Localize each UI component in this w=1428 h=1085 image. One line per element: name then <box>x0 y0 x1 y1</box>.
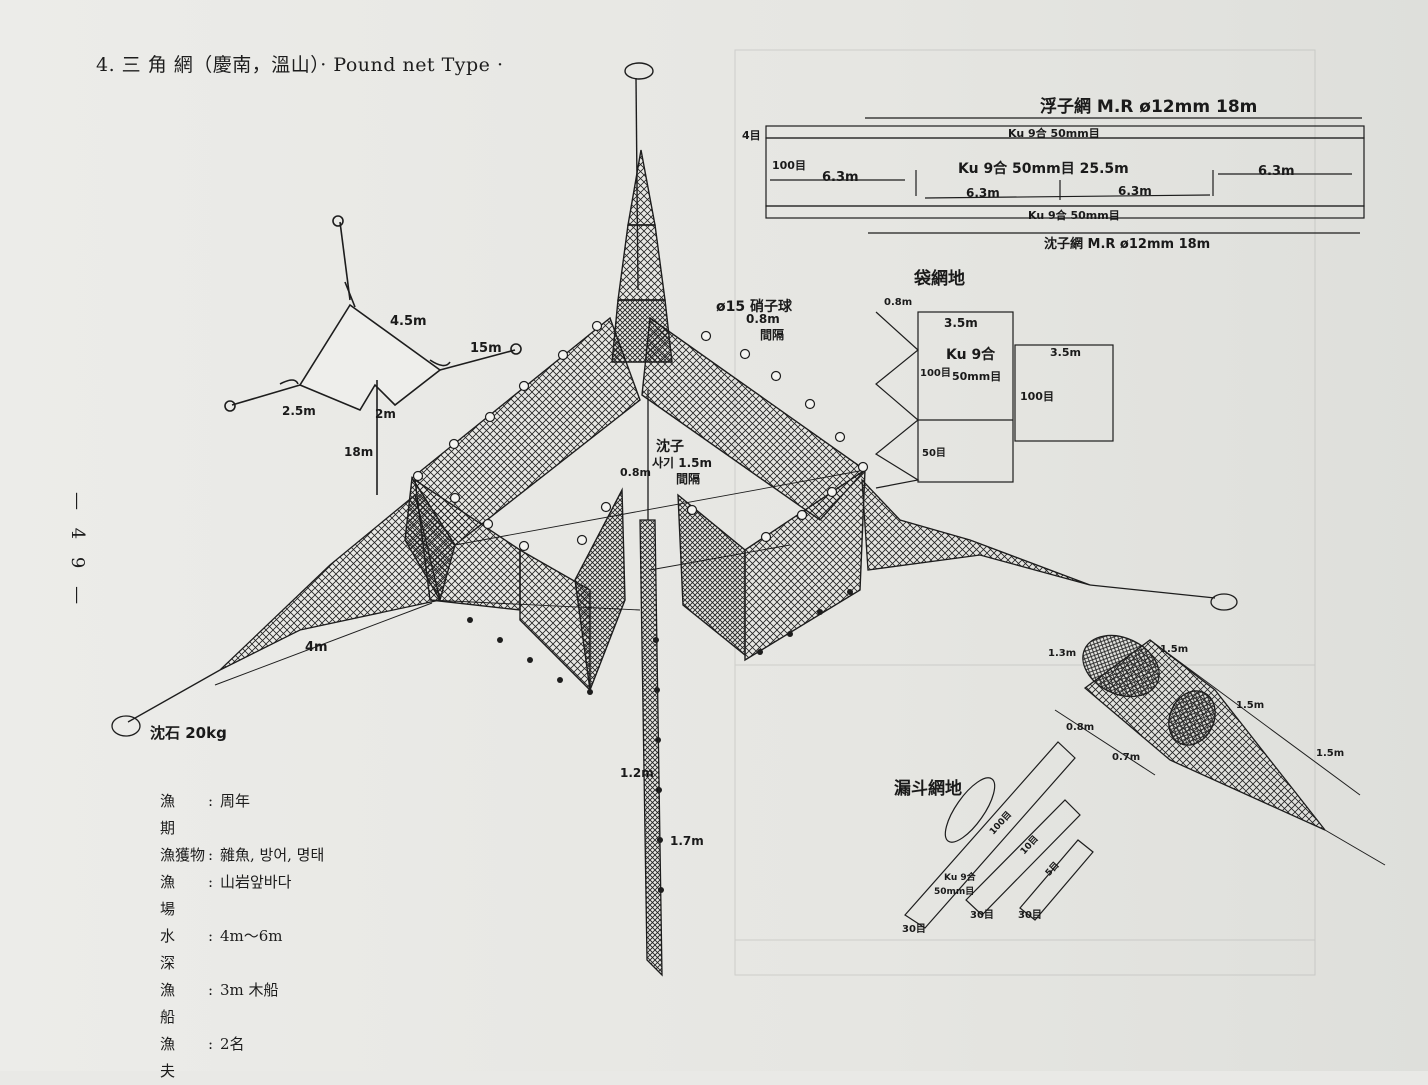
funnel-net-diagram <box>904 741 1094 929</box>
guide-lines <box>429 469 866 611</box>
funnel-net-mesh: 50mm目 <box>934 887 975 897</box>
info-row-ground: 漁 場:山岩앞바다 <box>160 869 324 923</box>
buoy-marker <box>510 343 522 355</box>
leader-net <box>639 390 663 977</box>
funnel-net-material: Ku 9合 <box>944 873 976 883</box>
float-balls <box>412 320 869 552</box>
info-value: 周年 <box>220 792 251 810</box>
funnel-net-title: 漏斗網地 <box>894 779 962 799</box>
bag-net-w2: 3.5m <box>944 316 978 330</box>
float-net-seg-left: 6.3m <box>822 170 859 185</box>
info-row-season: 漁 期:周年 <box>160 788 324 842</box>
right-float <box>1210 593 1238 611</box>
funnel-net-b1: 30目 <box>902 924 926 935</box>
bag-net-mesh-count2: 50目 <box>922 448 946 459</box>
bleed-through-area <box>734 49 1316 976</box>
wing-length-label: 4m <box>305 640 328 655</box>
funnel-len-1: 1.5m <box>1160 644 1189 655</box>
info-value: 山岩앞바다 <box>220 873 292 891</box>
float-net-seg-right: 6.3m <box>1258 164 1295 179</box>
plan-view <box>224 215 522 495</box>
sinker-spacing-note: 間隔 <box>676 472 701 486</box>
float-net-diagram <box>765 117 1365 234</box>
bag-net-diagram <box>874 311 1114 489</box>
float-net-mesh-left: 4目 <box>742 129 761 142</box>
float-net-seg-inner-left: 6.3m <box>966 186 1000 200</box>
anchor-stone-label: 沈石 20kg <box>150 724 227 742</box>
funnel-gap-1: 0.8m <box>1066 722 1095 733</box>
bag-net-w3: 3.5m <box>1050 346 1081 359</box>
float-net-seg-inner-right: 6.3m <box>1118 184 1152 198</box>
right-wing <box>861 478 1238 611</box>
float-spec-label: ø15 硝子球 <box>716 299 792 315</box>
bag-net-mesh: 50mm目 <box>952 370 1002 383</box>
info-row-catch: 漁獲物:雜魚, 방어, 명태 <box>160 842 324 869</box>
info-value: 3m 木船 <box>220 981 279 999</box>
sinker-label: 沈子 <box>656 439 684 455</box>
funnel-len-3: 1.5m <box>1316 748 1345 759</box>
funnel-gap-2: 0.7m <box>1112 752 1141 763</box>
info-row-boat: 漁 船:3m 木船 <box>160 977 324 1031</box>
funnel-net-b3: 30目 <box>1018 910 1042 921</box>
bag-net-material: Ku 9合 <box>946 347 996 363</box>
plan-dim-2-5m: 2.5m <box>282 404 316 418</box>
plan-dim-4-5m: 4.5m <box>390 314 427 329</box>
page-title: 4. 三 角 網（慶南，溫山）· Pound net Type · <box>96 54 504 76</box>
funnel-ring-dim: 1.3m <box>1048 648 1077 659</box>
float-net-row1: Ku 9合 50mm目 <box>1008 127 1100 140</box>
float-net-mesh-mid: 100目 <box>772 159 806 172</box>
funnel-len-2: 1.5m <box>1236 700 1265 711</box>
funnel-ring <box>944 777 996 843</box>
plan-dim-18m: 18m <box>344 445 374 459</box>
funnel-diagram <box>1054 634 1386 866</box>
funnel-net-b2: 30目 <box>970 910 994 921</box>
left-wing <box>111 493 441 737</box>
bag-net-w1: 0.8m <box>884 297 913 308</box>
trap-walls <box>414 468 866 693</box>
plan-dim-2m: 2m <box>375 407 396 421</box>
float-spacing-note: 間隔 <box>760 328 785 342</box>
anchor-stone <box>111 715 141 737</box>
bag-net-title: 袋網地 <box>914 269 965 289</box>
bag-net-mesh-count3: 100目 <box>1020 390 1054 403</box>
float-net-row2: Ku 9合 50mm目 25.5m <box>958 161 1129 177</box>
top-float <box>624 62 654 80</box>
fishery-info-list: 漁 期:周年 漁獲物:雜魚, 방어, 명태 漁 場:山岩앞바다 水 深:4m～6… <box>160 788 324 1085</box>
sinker-spacing-label: 사기 1.5m <box>652 456 713 470</box>
info-value: 2名 <box>220 1035 245 1053</box>
info-value: 4m～6m <box>220 927 283 945</box>
bag-net-mesh-count1: 100目 <box>920 368 951 379</box>
sinker-net-title: 沈子網 M.R ø12mm 18m <box>1044 237 1211 252</box>
leader-top-label: 1.2m <box>620 766 654 780</box>
buoy-marker <box>224 400 236 412</box>
buoy-marker <box>332 215 344 227</box>
plan-dim-15m: 15m <box>470 341 502 356</box>
page-number: — 4 9 — <box>67 492 88 611</box>
leader-bottom-label: 1.7m <box>670 834 704 848</box>
float-spacing-label: 0.8m <box>746 312 780 326</box>
central-spire <box>611 62 673 363</box>
info-value: 雜魚, 방어, 명태 <box>220 846 325 864</box>
float-net-row3: Ku 9合 50mm目 <box>1028 209 1120 222</box>
sinker-dots <box>467 589 853 893</box>
float-net-title: 浮子網 M.R ø12mm 18m <box>1040 97 1258 117</box>
info-row-crew: 漁 夫:2名 <box>160 1031 324 1085</box>
info-row-depth: 水 深:4m～6m <box>160 923 324 977</box>
ring-gap-label: 0.8m <box>620 466 651 479</box>
